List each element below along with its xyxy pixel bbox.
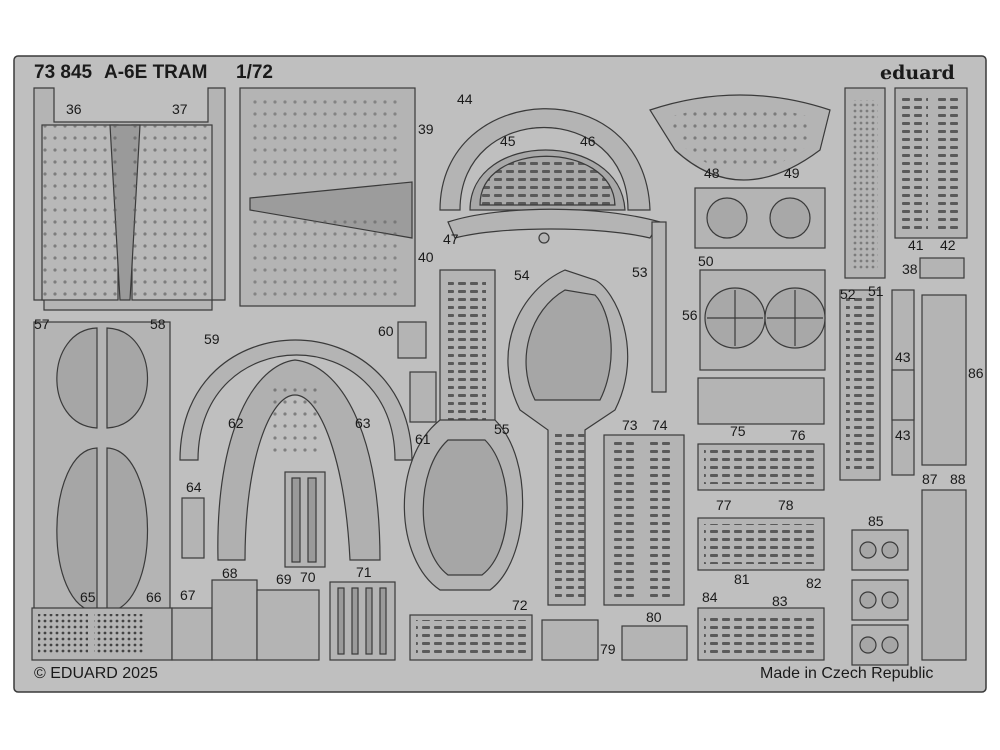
part-73-74 <box>603 434 685 606</box>
part-79 <box>541 619 599 661</box>
part-label-49: 49 <box>784 165 800 181</box>
part-label-72: 72 <box>512 597 528 613</box>
part-43 <box>891 369 915 421</box>
part-label-43-a: 43 <box>895 349 911 365</box>
part-label-85: 85 <box>868 513 884 529</box>
part-label-51: 51 <box>868 283 884 299</box>
product-scale: 1/72 <box>236 62 273 83</box>
part-label-65: 65 <box>80 589 96 605</box>
part-70 <box>284 471 326 568</box>
part-label-63: 63 <box>355 415 371 431</box>
part-44-47 <box>439 108 661 244</box>
part-71 <box>329 581 396 661</box>
part-label-48: 48 <box>704 165 720 181</box>
part-label-87: 87 <box>922 471 938 487</box>
part-64 <box>181 497 205 559</box>
part-label-38: 38 <box>902 261 918 277</box>
part-label-76: 76 <box>790 427 806 443</box>
part-label-79: 79 <box>600 641 616 657</box>
part-75-76 <box>697 377 825 491</box>
part-59-63 <box>179 339 413 561</box>
part-label-75: 75 <box>730 423 746 439</box>
part-label-81: 81 <box>734 571 750 587</box>
part-label-73: 73 <box>622 417 638 433</box>
part-label-45: 45 <box>500 133 516 149</box>
copyright-text: © EDUARD 2025 <box>34 665 158 682</box>
part-50-56 <box>699 269 826 371</box>
part-81-84 <box>697 607 825 661</box>
part-label-84: 84 <box>702 589 718 605</box>
part-label-66: 66 <box>146 589 162 605</box>
part-label-42: 42 <box>940 237 956 253</box>
part-67-69 <box>171 579 320 661</box>
part-label-58: 58 <box>150 316 166 332</box>
part-48-49 <box>649 94 831 249</box>
part-label-70: 70 <box>300 569 316 585</box>
part-label-46: 46 <box>580 133 596 149</box>
part-39-40 <box>239 87 416 307</box>
part-label-78: 78 <box>778 497 794 513</box>
part-label-86: 86 <box>968 365 984 381</box>
part-label-69: 69 <box>276 571 292 587</box>
part-label-47: 47 <box>443 231 459 247</box>
part-55 <box>403 269 524 591</box>
part-85 <box>851 529 909 666</box>
part-label-37: 37 <box>172 101 188 117</box>
part-label-44: 44 <box>457 91 473 107</box>
part-label-77: 77 <box>716 497 732 513</box>
part-label-40: 40 <box>418 249 434 265</box>
part-72 <box>409 614 533 661</box>
brand-logo: eduard <box>880 62 955 84</box>
part-label-54: 54 <box>514 267 530 283</box>
part-label-60: 60 <box>378 323 394 339</box>
part-label-50: 50 <box>698 253 714 269</box>
part-65-66 <box>31 607 173 661</box>
part-label-36: 36 <box>66 101 82 117</box>
part-label-80: 80 <box>646 609 662 625</box>
part-53 <box>651 221 667 393</box>
part-label-59: 59 <box>204 331 220 347</box>
part-label-39: 39 <box>418 121 434 137</box>
part-label-55: 55 <box>494 421 510 437</box>
part-label-52: 52 <box>840 286 856 302</box>
origin-text: Made in Czech Republic <box>760 665 934 682</box>
part-label-64: 64 <box>186 479 202 495</box>
part-60 <box>397 321 427 359</box>
part-41-42 <box>844 87 968 279</box>
part-label-61: 61 <box>415 431 431 447</box>
part-label-53: 53 <box>632 264 648 280</box>
part-label-57: 57 <box>34 316 50 332</box>
part-54 <box>507 269 629 606</box>
part-label-88: 88 <box>950 471 966 487</box>
part-label-67: 67 <box>180 587 196 603</box>
part-label-62: 62 <box>228 415 244 431</box>
product-code: 73 845 <box>34 62 93 83</box>
part-label-56: 56 <box>682 307 698 323</box>
product-model: A-6E TRAM <box>104 62 208 83</box>
part-label-68: 68 <box>222 565 238 581</box>
part-61 <box>409 371 437 423</box>
part-label-41: 41 <box>908 237 924 253</box>
part-51-52 <box>839 289 915 481</box>
part-label-83: 83 <box>772 593 788 609</box>
part-label-82: 82 <box>806 575 822 591</box>
part-36-37 <box>33 87 226 311</box>
part-label-71: 71 <box>356 564 372 580</box>
part-77-78 <box>697 517 825 571</box>
part-57-58 <box>33 321 171 623</box>
part-86-88 <box>921 294 967 661</box>
part-label-74: 74 <box>652 417 668 433</box>
part-label-43-b: 43 <box>895 427 911 443</box>
part-80 <box>621 625 688 661</box>
